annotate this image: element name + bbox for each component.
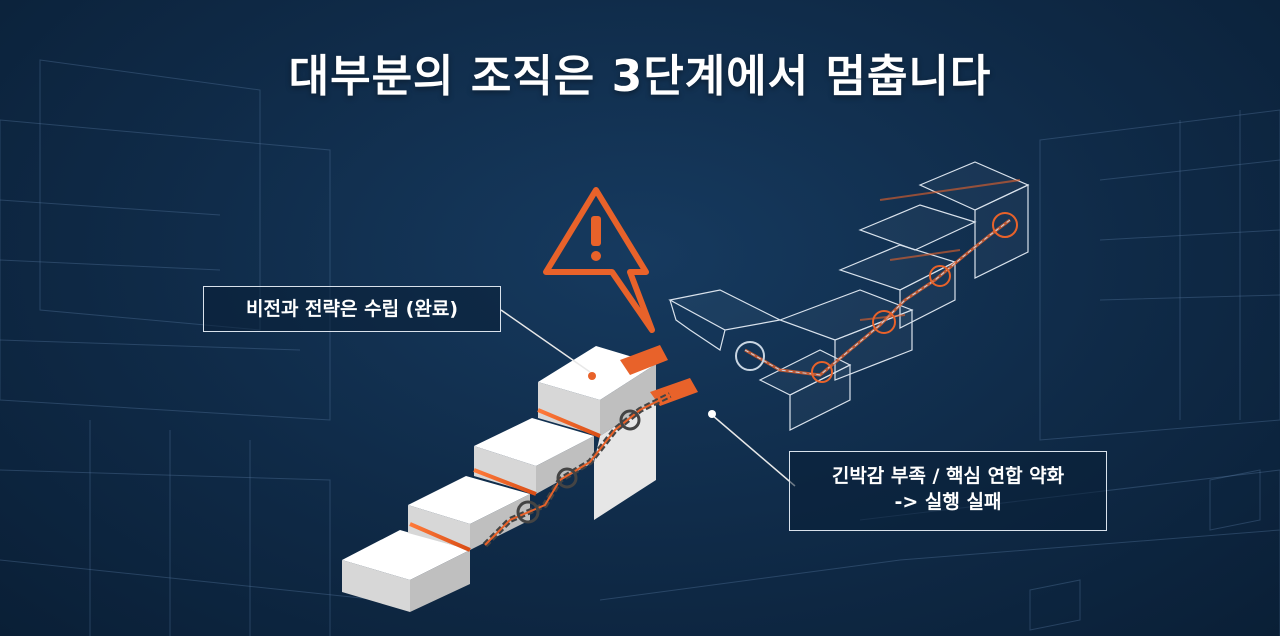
completed-stairs [342,345,698,612]
warning-triangle-icon [543,187,655,333]
right-callout-leader [711,414,796,487]
stalled-chain [735,179,1021,383]
callout-failure-line2: -> 실행 실패 [894,490,1002,513]
stalled-stairs-wireframe [668,161,1030,431]
background-wireframe [0,59,1280,636]
gap-anchor-dot [708,410,716,418]
callout-anchor-dot [588,372,596,380]
callout-completed: 비전과 전략은 수립 (완료) [203,286,501,332]
callout-completed-text: 비전과 전략은 수립 (완료) [245,298,458,320]
page-title: 대부분의 조직은 3단계에서 멈춥니다 [288,51,992,102]
left-callout-leader [500,309,591,373]
callout-failure: 긴박감 부족 / 핵심 연합 약화 -> 실행 실패 [789,451,1107,531]
callout-failure-line1: 긴박감 부족 / 핵심 연합 약화 [831,465,1065,487]
